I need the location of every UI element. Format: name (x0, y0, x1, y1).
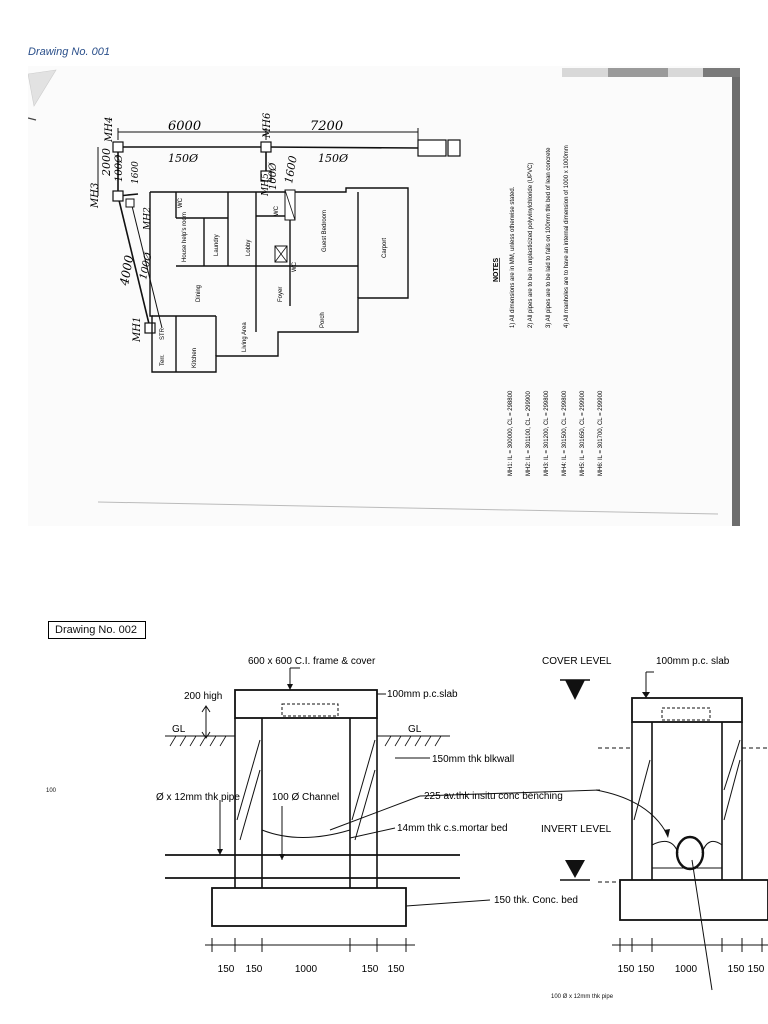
sewer-connection (417, 139, 447, 157)
manhole-mh3 (112, 190, 124, 202)
level-markers (560, 679, 650, 881)
label-blockwall: 150mm thk blkwall (432, 754, 514, 765)
invert-level-marker (565, 860, 585, 878)
label-mh1: MH1 (132, 317, 143, 343)
building-outline (149, 187, 409, 373)
label-mortar: 14mm thk c.s.mortar bed (397, 823, 508, 834)
label-mh4: MH4 (104, 117, 115, 143)
pipe-100-a: 100Ø (114, 154, 125, 182)
note-4: 4) All manholes are to have an internal … (564, 145, 570, 328)
pipe-100-c: 100Ø (268, 162, 279, 190)
dim-1600: 1600 (282, 155, 300, 185)
manhole-mh4 (112, 141, 124, 153)
scan-edge (732, 77, 740, 526)
note-1: 1) All dimensions are in MM, unless othe… (510, 186, 516, 328)
label-slab-right: 100mm p.c. slab (656, 656, 730, 667)
label-cover-level: COVER LEVEL (542, 656, 612, 667)
small-dim: 1600 (131, 161, 141, 184)
room-guest-bedroom: Guest Bedroom (322, 210, 328, 252)
label-pipe: Ø x 12mm thk pipe (156, 792, 240, 803)
dim-2000: 2000 (100, 148, 113, 177)
levels-table: MH1: IL = 300000, CL = 298800 MH2: IL = … (508, 390, 604, 476)
manhole-section-right (598, 671, 768, 991)
room-wc: WC (178, 197, 184, 208)
scan-artifact (608, 68, 668, 77)
dim-left-2: 150 (246, 964, 263, 975)
pipe-100-b: 100Ø (138, 251, 155, 281)
label-gl-left: GL (172, 724, 186, 735)
cover-level-marker (565, 680, 585, 700)
notes-block: NOTES 1) All dimensions are in MM, unles… (493, 145, 570, 328)
manhole-mh6 (260, 141, 272, 153)
drawing-1-title: Drawing No. 001 (28, 46, 110, 58)
room-wc-2: WC (274, 205, 280, 216)
room-str: STR (160, 327, 166, 340)
dim-left-5: 150 (388, 964, 405, 975)
label-mh3: MH3 (90, 183, 101, 209)
room-carport: Carport (382, 238, 388, 258)
drawing-1-sheet: 6000 7200 150Ø 150Ø 2000 100Ø 1600 4000 … (28, 66, 740, 526)
label-invert-level: INVERT LEVEL (541, 824, 612, 835)
label-conc-bed: 150 thk. Conc. bed (494, 895, 578, 906)
level-mh5: MH5: IL = 301650, CL = 299900 (580, 390, 586, 476)
dim-right-3: 1000 (675, 964, 698, 975)
note-2: 2) All pipes are to be in unplasticized … (528, 163, 534, 328)
label-frame-cover: 600 x 600 C.I. frame & cover (248, 656, 376, 667)
dim-right-4: 150 (728, 964, 745, 975)
note-3: 3) All pipes are to be laid to falls on … (546, 147, 552, 328)
dim-right-5: 150 (748, 964, 765, 975)
level-mh6: MH6: IL = 301700, CL = 299900 (598, 390, 604, 476)
level-mh1: MH1: IL = 300000, CL = 298800 (508, 390, 514, 476)
room-wc-3: WC (292, 261, 298, 272)
dim-7200: 7200 (310, 119, 343, 134)
room-lobby: Lobby (246, 240, 252, 256)
manhole-mh5 (260, 170, 272, 182)
room-porch: Porch (320, 312, 326, 328)
level-mh2: MH2: IL = 301100, CL = 299900 (526, 390, 532, 476)
room-laundry: Laundry (214, 234, 220, 256)
dim-6000: 6000 (168, 119, 201, 134)
room-living-area: Living Area (242, 322, 248, 352)
stray-label: 100 (46, 788, 57, 794)
room-house-help: House help's room (182, 212, 188, 262)
label-channel: 100 Ø Channel (272, 792, 339, 803)
manhole-mh1 (144, 322, 156, 334)
label-mh5: MH5 (261, 173, 271, 197)
room-kitchen: Kitchen (192, 348, 198, 368)
level-mh4: MH4: IL = 301500, CL = 299800 (562, 390, 568, 476)
pipe-150-a: 150Ø (168, 152, 199, 165)
manhole-section-left (165, 689, 460, 952)
pipe-150-b: 150Ø (318, 152, 349, 165)
manhole-mh2 (125, 198, 135, 208)
drawing-2-section: 600 x 600 C.I. frame & cover 100mm p.c.s… (156, 656, 768, 991)
drawing-2-title: Drawing No. 002 (48, 621, 146, 639)
label-200-high: 200 high (184, 691, 222, 702)
drawing-1-plan: 6000 7200 150Ø 150Ø 2000 100Ø 1600 4000 … (28, 68, 740, 526)
dim-left-4: 150 (362, 964, 379, 975)
dim-left-3: 1000 (295, 964, 318, 975)
dim-left-1: 150 (218, 964, 235, 975)
label-mh2: MH2 (143, 207, 153, 231)
level-mh3: MH3: IL = 301200, CL = 299800 (544, 390, 550, 476)
dim-right-2: 150 (638, 964, 655, 975)
room-dining: Dining (196, 285, 202, 302)
room-terr: Terr. (160, 354, 166, 366)
label-benching: 225 av.thk insitu conc benching (424, 791, 563, 802)
room-foyer: Foyer (278, 287, 284, 302)
dim-right-1: 150 (618, 964, 635, 975)
label-gl-right: GL (408, 724, 422, 735)
scan-artifact (703, 68, 740, 77)
label-mh6: MH6 (262, 112, 273, 139)
pipe-note: 100 Ø x 12mm thk pipe (551, 994, 614, 1000)
dim-4000: 4000 (117, 254, 136, 288)
label-slab-left: 100mm p.c.slab (387, 689, 458, 700)
notes-heading: NOTES (493, 258, 500, 282)
